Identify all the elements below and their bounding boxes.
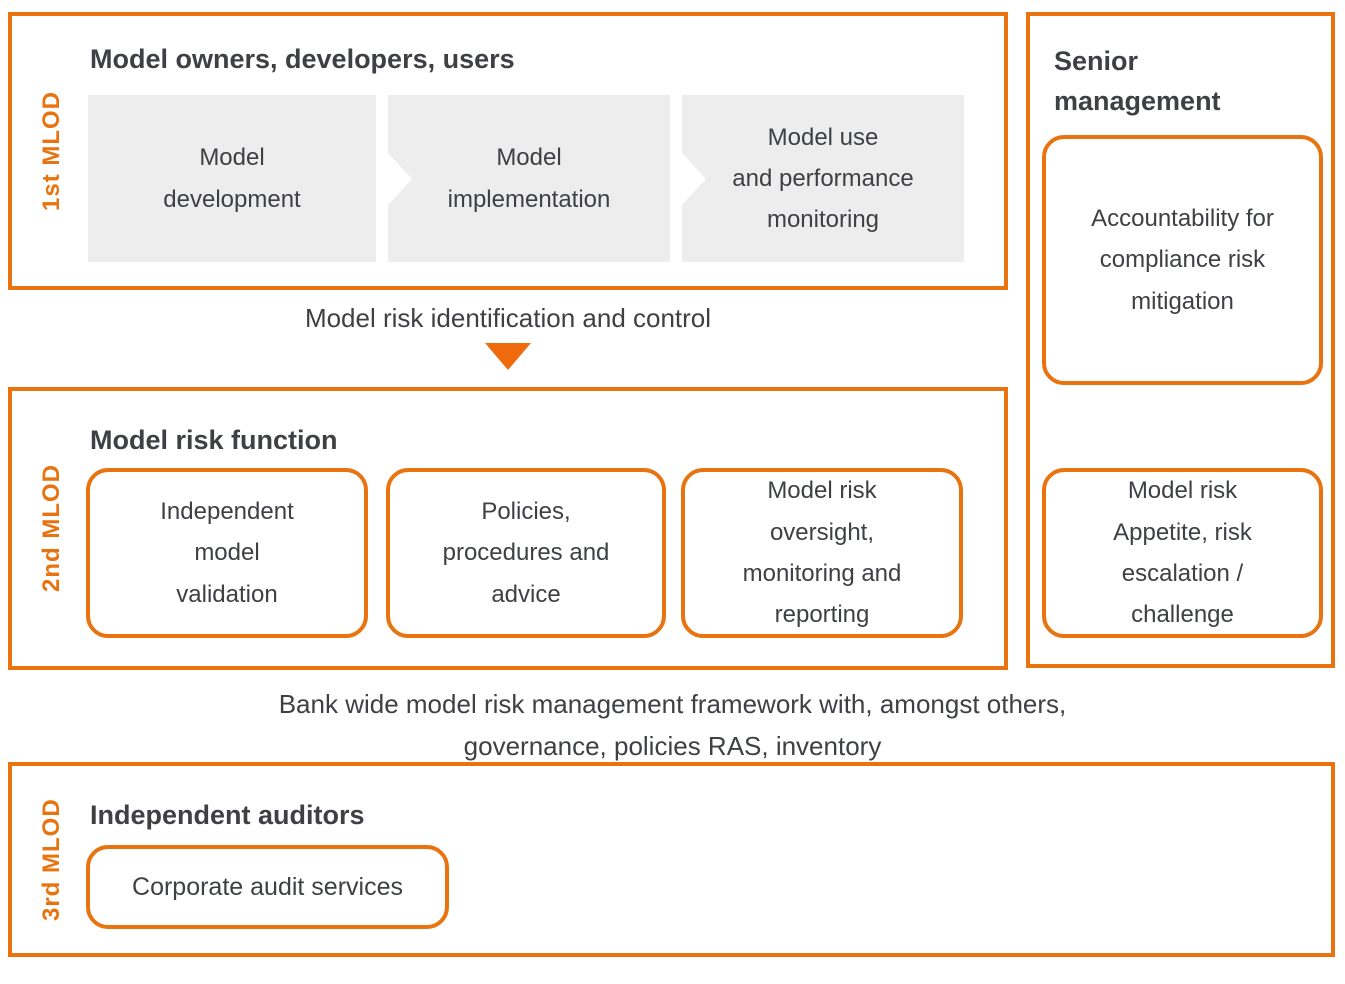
arrow-down-icon xyxy=(485,343,531,370)
flow-label-block: Model risk identification and control xyxy=(8,303,1008,370)
step-label: Model use and performance monitoring xyxy=(732,123,914,234)
step-model-development: Model development xyxy=(88,95,376,262)
senior-management-title: Senior management xyxy=(1054,46,1221,116)
lane-2nd-mlod: 2nd MLOD Model risk function Independent… xyxy=(8,387,1008,670)
lane-3-title: Independent auditors xyxy=(90,800,365,830)
lane-1-mlod-label: 1st MLOD xyxy=(38,91,65,212)
card-corporate-audit: Corporate audit services xyxy=(86,845,449,929)
lane-1st-mlod: 1st MLOD Model owners, developers, users… xyxy=(8,12,1008,290)
card-accountability: Accountability for compliance risk mitig… xyxy=(1042,135,1323,385)
framework-note: Bank wide model risk management framewor… xyxy=(278,689,1067,761)
lane-2-mlod-label: 2nd MLOD xyxy=(38,464,65,593)
card-risk-appetite: Model risk Appetite, risk escalation / c… xyxy=(1042,468,1323,638)
step-label: Model implementation xyxy=(447,144,611,213)
card-oversight-reporting: Model risk oversight, monitoring and rep… xyxy=(681,468,963,638)
chevron-right-icon xyxy=(388,152,412,205)
card-independent-validation: Independent model validation xyxy=(86,468,368,638)
step-label: Model development xyxy=(163,144,301,213)
lane-3rd-mlod: 3rd MLOD Independent auditors Corporate … xyxy=(8,762,1335,957)
card-policies-advice: Policies, procedures and advice xyxy=(386,468,666,638)
senior-management-panel: Senior management Accountability for com… xyxy=(1026,12,1335,668)
chevron-right-icon xyxy=(682,152,706,205)
lane-1-title: Model owners, developers, users xyxy=(90,44,515,74)
lane-2-title: Model risk function xyxy=(90,425,338,455)
flow-label: Model risk identification and control xyxy=(304,303,712,333)
lane-3-mlod-label: 3rd MLOD xyxy=(38,798,65,921)
step-model-use-monitoring: Model use and performance monitoring xyxy=(682,95,964,262)
step-model-implementation: Model implementation xyxy=(388,95,670,262)
